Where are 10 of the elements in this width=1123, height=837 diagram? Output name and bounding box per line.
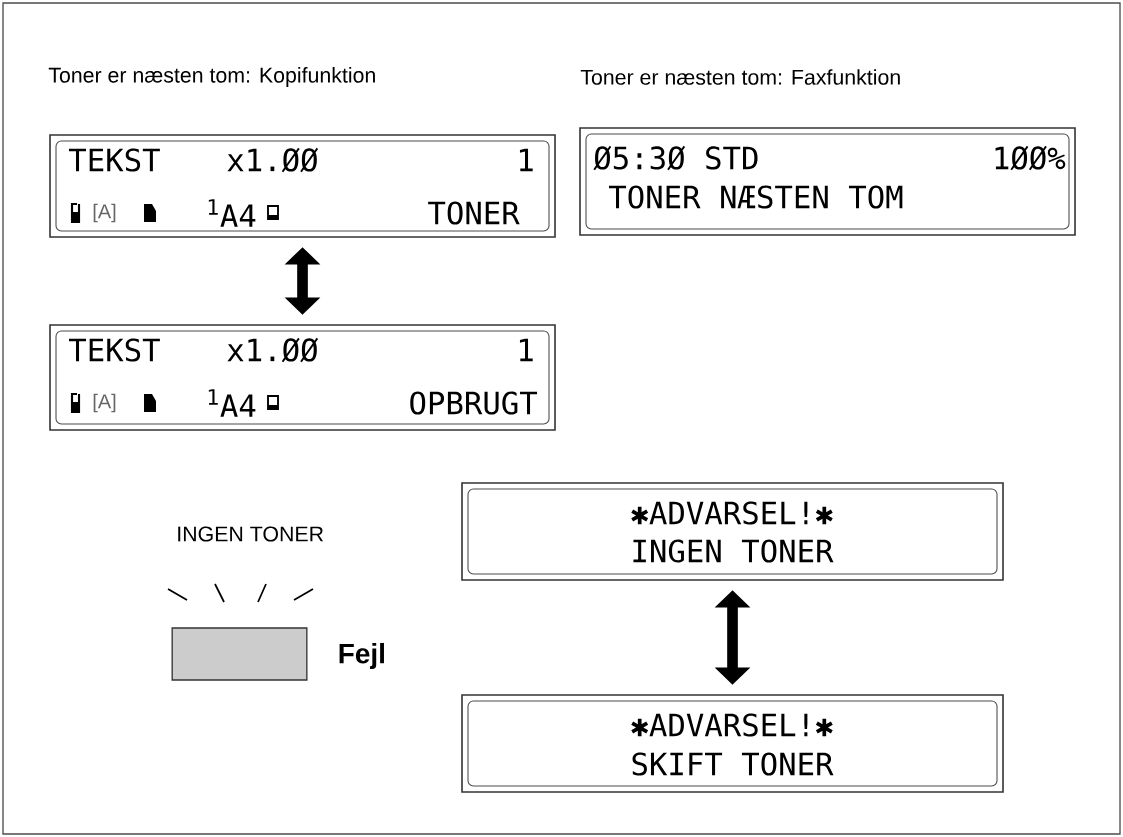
heading: Toner er næsten tom: Kopifunktion <box>48 67 375 87</box>
lcd-display: TEKST x1.ØØ 1 [A] $^{1}$A4 TONER <box>49 134 556 238</box>
lcd-display: ✱ADVARSEL!✱ INGEN TONER <box>461 482 1004 581</box>
heading: INGEN TONER <box>178 526 324 542</box>
lcd-display: Ø5:3Ø STD 1ØØ% TONER NÆSTEN TOM <box>579 127 1076 236</box>
lamp-label: Fejl <box>339 642 384 670</box>
lcd-display: ✱ADVARSEL!✱ SKIFT TONER <box>461 694 1004 793</box>
heading: Toner er næsten tom: Faxfunktion <box>580 69 900 85</box>
lcd-display: TEKST x1.ØØ 1 [A] $^{1}$A4 OPBRUGT <box>49 324 556 431</box>
error-lamp <box>171 627 308 681</box>
